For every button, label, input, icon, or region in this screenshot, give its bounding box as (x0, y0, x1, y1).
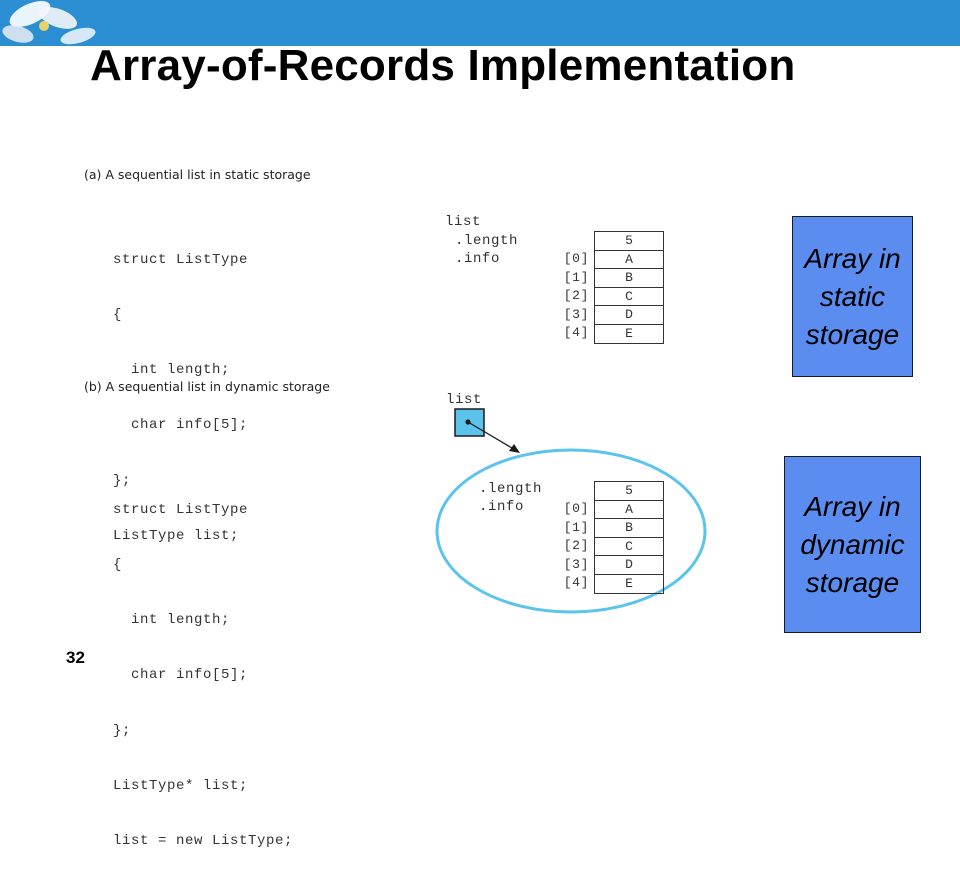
array-index: [4] (563, 575, 589, 590)
array-cell: E (594, 324, 664, 344)
array-cell: D (594, 306, 664, 325)
array-index: [0] (563, 251, 589, 266)
array-cell: C (594, 287, 664, 307)
code-line: { (113, 307, 123, 324)
section-a-info-label: .info (455, 251, 501, 267)
array-index: [1] (563, 270, 589, 285)
array-cell: B (594, 269, 664, 288)
section-b-pointer-label: list (446, 392, 483, 408)
header-bar (0, 0, 960, 46)
callout-line: static (819, 280, 886, 312)
array-index: [4] (563, 325, 589, 340)
array-index: [3] (563, 307, 589, 322)
code-line: struct ListType (113, 501, 249, 518)
array-index: [2] (563, 288, 589, 303)
section-a-var-name: list (445, 214, 482, 230)
code-line: char info[5]; (113, 667, 249, 684)
callout-line: storage (805, 318, 900, 350)
pointer-arrow-line (467, 421, 513, 449)
section-a-code: struct ListType { int length; char info[… (113, 214, 248, 564)
page-title: Array-of-Records Implementation (90, 41, 796, 90)
code-line: struct ListType (113, 251, 249, 268)
array-cell: C (594, 537, 664, 557)
callout-static-storage: Array in static storage (792, 216, 913, 377)
array-cell: B (594, 519, 664, 538)
code-line: int length; (113, 612, 231, 629)
section-a-array-cells: 5 A B C D E (594, 231, 664, 344)
callout-line: storage (805, 566, 900, 598)
callout-dynamic-storage: Array in dynamic storage (784, 456, 921, 633)
array-index: [3] (563, 557, 589, 572)
code-line: }; (113, 472, 132, 489)
section-b-caption: (b) A sequential list in dynamic storage (84, 379, 330, 394)
code-line: char info[5]; (113, 417, 249, 434)
length-cell: 5 (594, 231, 664, 251)
length-cell: 5 (594, 481, 664, 501)
callout-line: dynamic (800, 528, 905, 560)
array-cell: A (594, 250, 664, 270)
pointer-arrowhead (509, 444, 520, 453)
section-a-caption: (a) A sequential list in static storage (84, 167, 311, 182)
array-index: [2] (563, 538, 589, 553)
section-b-diagram-graphics (435, 408, 707, 614)
array-cell: D (594, 556, 664, 575)
code-line: { (113, 557, 123, 574)
array-index: [1] (563, 520, 589, 535)
code-line: ListType list; (113, 527, 240, 544)
page-number: 32 (66, 648, 85, 667)
array-index: [0] (563, 501, 589, 516)
section-b-info-label: .info (479, 499, 525, 515)
code-line: list = new ListType; (113, 833, 294, 850)
section-a-length-label: .length (455, 233, 519, 249)
code-line: int length; (113, 362, 231, 379)
section-b-length-label: .length (479, 481, 543, 497)
callout-line: Array in (804, 242, 901, 274)
array-cell: E (594, 574, 664, 594)
code-line: ListType* list; (113, 777, 249, 794)
heap-ellipse (435, 448, 707, 614)
array-cell: A (594, 500, 664, 520)
flower-decoration-icon (2, 1, 96, 45)
section-b-array-cells: 5 A B C D E (594, 481, 664, 594)
code-line: }; (113, 722, 132, 739)
callout-line: Array in (804, 490, 901, 522)
